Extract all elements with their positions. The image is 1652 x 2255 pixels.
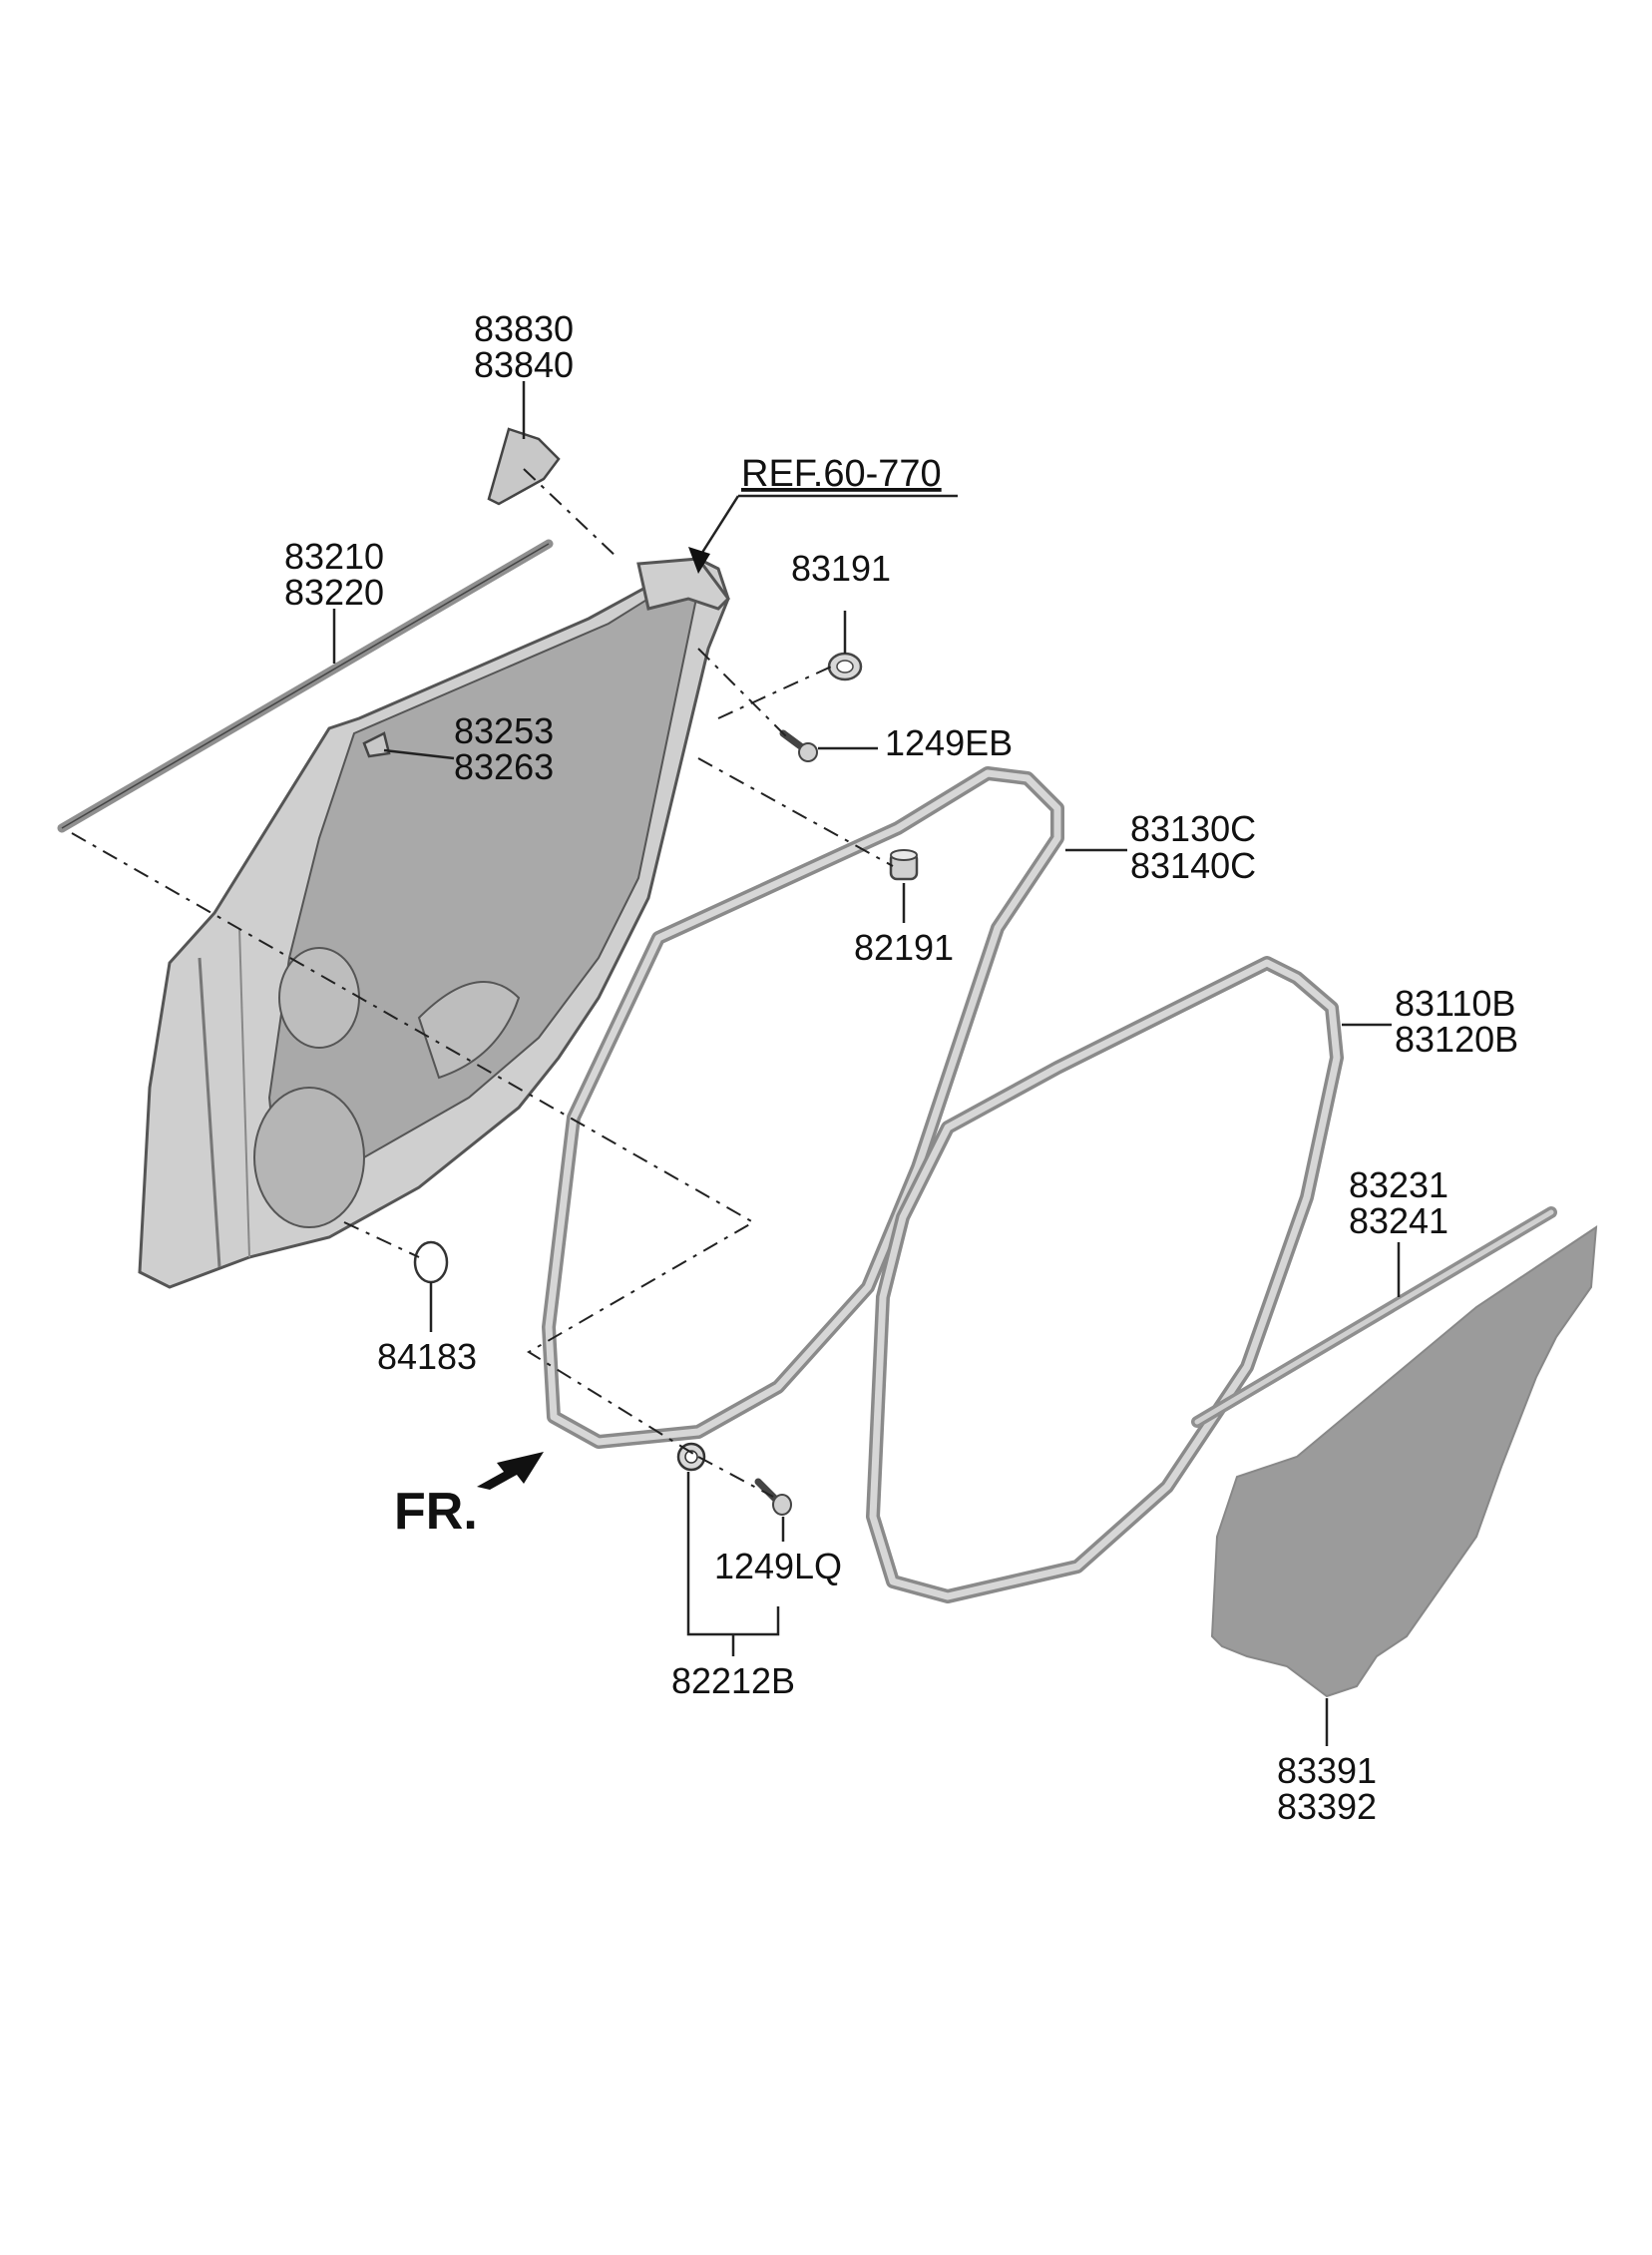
label-83391: 83391 [1277,1750,1377,1791]
label-83110b: 83110B [1395,983,1515,1024]
grommet-83191 [827,652,863,681]
plug-84183 [413,1240,449,1284]
label-83140c: 83140C [1130,845,1256,886]
label-83392: 83392 [1277,1786,1377,1827]
label-83830: 83830 [474,308,574,349]
leader-lines [332,381,1401,1746]
front-direction-arrow [477,1452,544,1490]
screw-1249eb [779,729,818,762]
label-83231: 83231 [1349,1164,1448,1205]
label-84183: 84183 [377,1336,477,1377]
bumper-82191 [889,849,919,881]
ref-arrowhead [688,547,710,574]
label-83241: 83241 [1349,1200,1448,1241]
label-83263: 83263 [454,746,554,787]
label-82191: 82191 [854,927,954,968]
label-83130c: 83130C [1130,808,1256,849]
label-82212b: 82212B [671,1660,795,1701]
washer-82212b [676,1442,706,1472]
screw-1249lq [754,1478,792,1516]
label-1249lq: 1249LQ [714,1546,842,1586]
waterproof-film-83391 [1210,1225,1598,1698]
door-panel-assembly [138,557,730,1289]
label-83220: 83220 [284,572,384,613]
label-83191: 83191 [791,548,891,589]
delta-cover-83830 [487,427,561,506]
label-83210: 83210 [284,536,384,577]
label-83840: 83840 [474,344,574,385]
assembly-lines [71,468,894,1498]
label-fr: FR. [394,1483,478,1541]
label-1249eb: 1249EB [885,722,1013,763]
label-83120b: 83120B [1395,1019,1518,1060]
label-ref-60-770: REF.60-770 [741,453,942,495]
body-side-weatherstrip-83110b [866,956,1344,1603]
channel-trim-83253 [362,731,391,758]
label-83253: 83253 [454,710,554,751]
door-side-weatherstrip-83130c [542,766,1064,1449]
weatherstrip-83231 [1191,1206,1557,1428]
